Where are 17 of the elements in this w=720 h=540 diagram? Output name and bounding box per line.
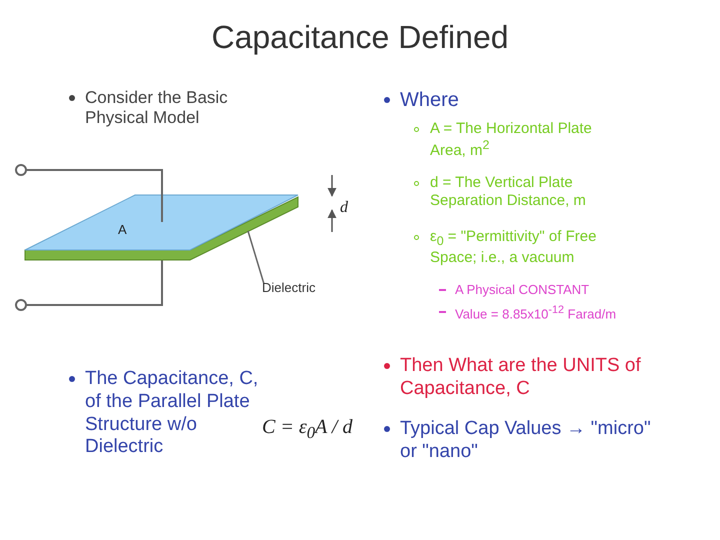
bullet-text: The Capacitance, C, of the Parallel Plate Structure w/o Dielectric (85, 368, 260, 460)
bullet-text: Consider the Basic Physical Model (85, 88, 229, 129)
part-label: Dielectric (262, 280, 316, 296)
formula: C = ε$_{0}$A / d (262, 415, 354, 443)
bullet-text: A Physical CONSTANT (455, 282, 590, 298)
leader-line (247, 230, 265, 284)
slide-title: Capacitance Defined (210, 18, 510, 56)
bullet-text: Value = 8.85x10$^{-12}$ Farad/m (455, 304, 618, 322)
bullet-text: ε$_{0}$ = "Permittivity" of Free Space; i.e., a vacuum (430, 228, 598, 267)
bullet-text: Where (400, 88, 460, 112)
bullet-text: Typical Cap Values → "micro" or "nano" (400, 418, 652, 464)
bullet-text: d = The Vertical Plate Separation Distance, m (430, 174, 587, 210)
dimension-label: d (340, 198, 349, 218)
bullet-text: A = The Horizontal Plate Area, m$^{2}$ (430, 120, 593, 160)
bullet-text: Then What are the UNITS of Capacitance, C (400, 355, 642, 401)
area-label: A (118, 222, 128, 238)
dielectric-layer (24, 196, 298, 260)
